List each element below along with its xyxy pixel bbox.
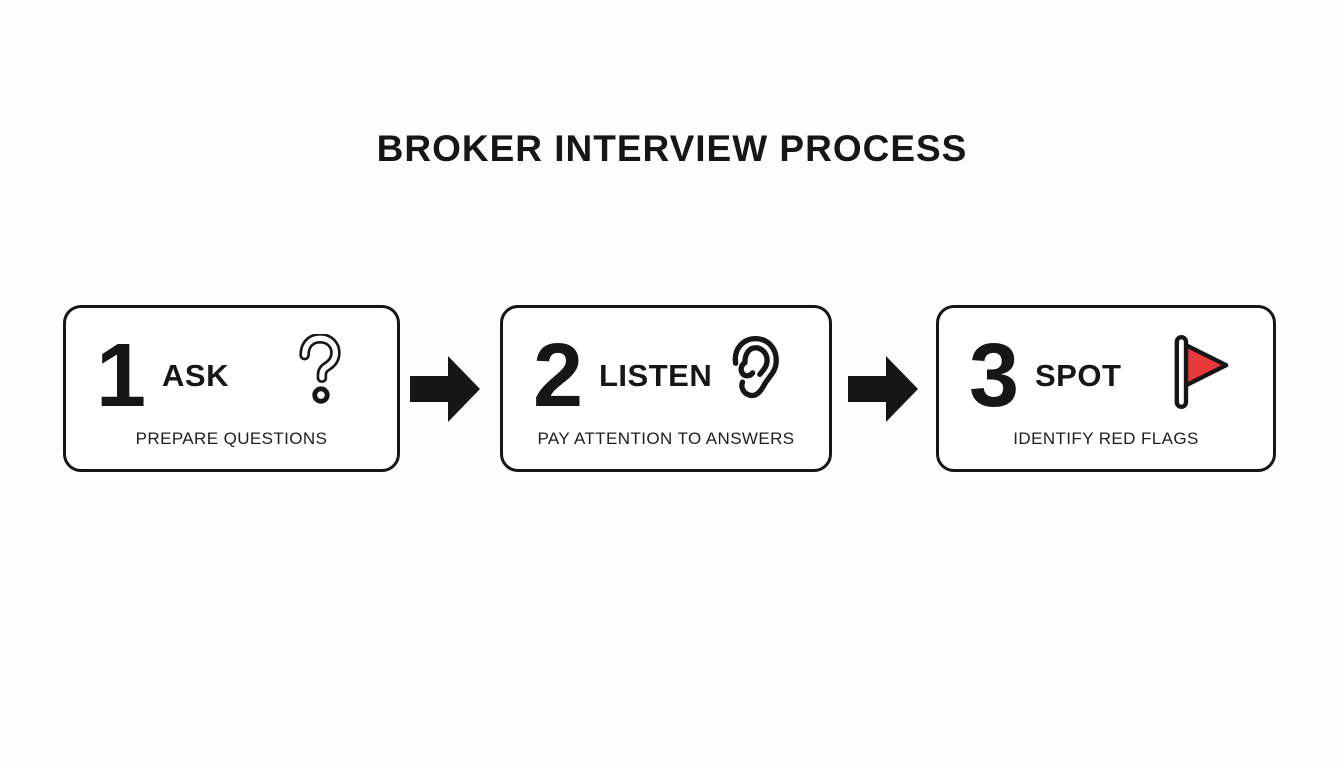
step-number: 3: [969, 326, 1019, 426]
red-flag-icon: [1171, 334, 1231, 410]
page-title: BROKER INTERVIEW PROCESS: [376, 128, 968, 169]
step-number: 1: [96, 326, 146, 426]
step-subtitle: IDENTIFY RED FLAGS: [1013, 429, 1199, 448]
step-subtitle: PAY ATTENTION TO ANSWERS: [537, 429, 795, 448]
flag-pole: [1174, 334, 1189, 410]
step-box-ask: 1 ASK PREPARE QUESTIONS: [63, 305, 400, 472]
step-number: 2: [533, 326, 583, 426]
arrow-right-icon: [848, 356, 918, 422]
step-label: SPOT: [1035, 358, 1122, 393]
step-box-spot: 3 SPOT IDENTIFY RED FLAGS: [936, 305, 1276, 472]
ear-icon: [727, 334, 787, 410]
flag-pennant: [1183, 342, 1229, 388]
arrow-right-icon: [410, 356, 480, 422]
step-subtitle: PREPARE QUESTIONS: [135, 429, 328, 448]
step-label: ASK: [162, 358, 229, 393]
step-label: LISTEN: [599, 358, 713, 393]
question-mark-icon: [295, 333, 355, 410]
step-box-listen: 2 LISTEN PAY ATTENTION TO ANSWERS: [500, 305, 832, 472]
